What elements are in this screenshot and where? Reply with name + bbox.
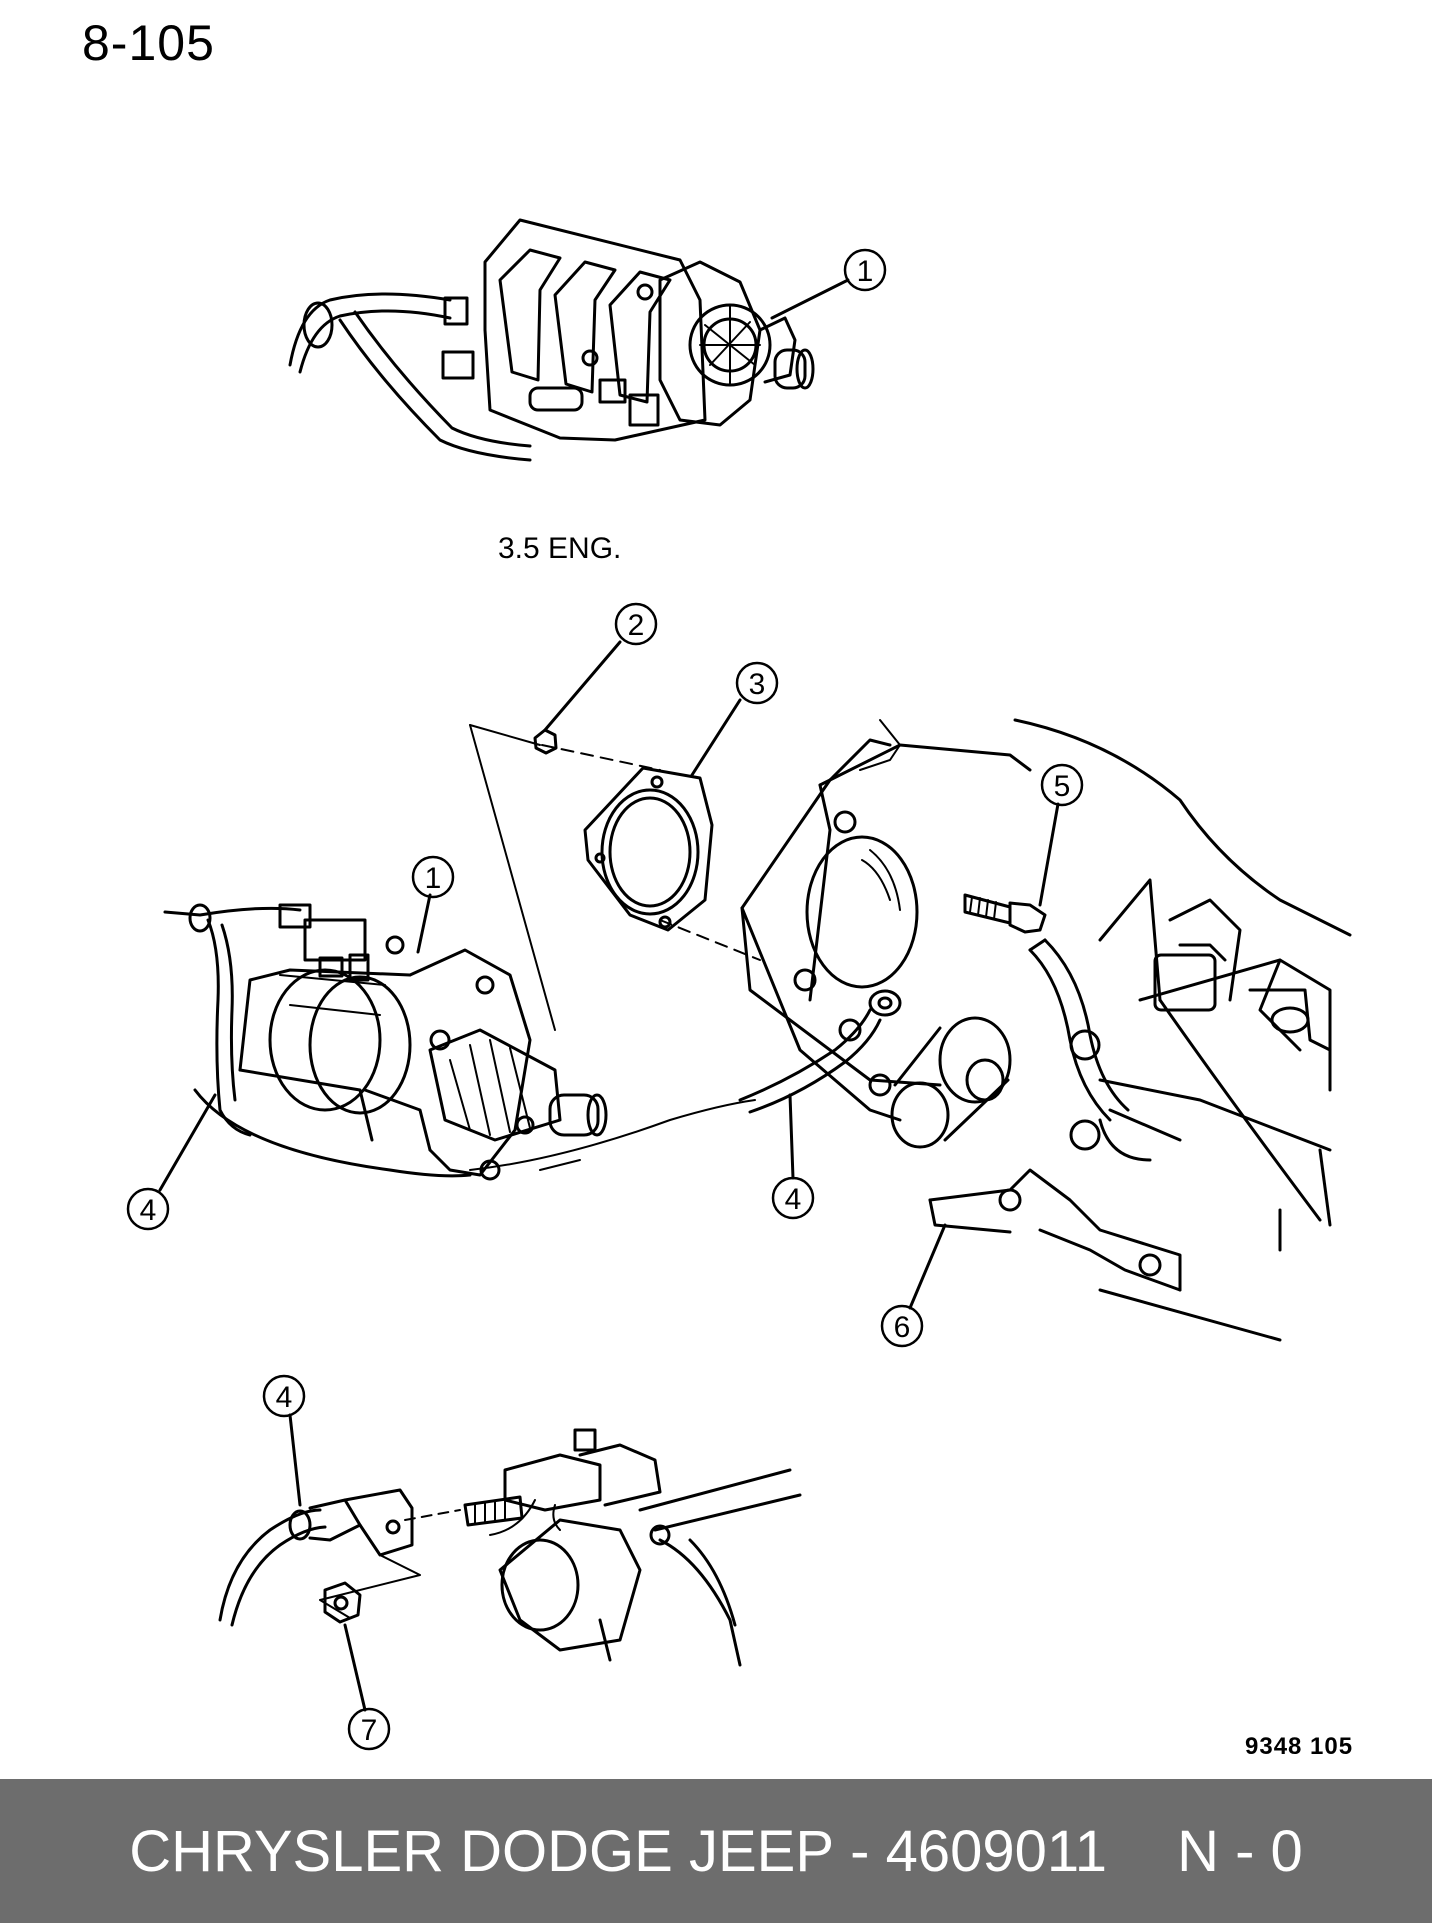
cable-terminal-detail [218,1428,802,1667]
support-bracket [928,1168,1282,1342]
callout-7: 7 [343,1623,391,1751]
bolt [963,893,1047,934]
starter-parts-diagram: 1 3.5 ENG. 2 3 [126,218,1352,1751]
callout-3: 3 [690,661,779,777]
footer-part-number: 4609011 [885,1818,1108,1884]
footer-suffix: N - 0 [1177,1818,1303,1884]
footer-brand: CHRYSLER DODGE JEEP [129,1818,835,1884]
nut [533,728,558,755]
callout-4-mid-label: 4 [785,1183,802,1216]
ground-cable [1028,938,1130,1122]
callout-1-mid-label: 1 [425,862,442,895]
callout-2-label: 2 [628,609,645,642]
gasket [583,766,714,932]
footer-bar: CHRYSLER DODGE JEEP - 4609011 N - 0 [0,1779,1432,1923]
callout-3-label: 3 [749,668,766,701]
footer-separator: - [834,1818,886,1884]
callout-6: 6 [880,1223,947,1348]
starter-motor [163,903,608,1181]
callout-4-left: 4 [126,1093,217,1231]
callout-2: 2 [543,602,658,732]
callout-1-mid: 1 [411,855,455,954]
callout-4-mid: 4 [771,1093,815,1220]
callout-6-label: 6 [894,1311,911,1344]
callout-7-label: 7 [361,1714,378,1747]
callout-1-top: 1 [770,248,887,320]
battery-cable [738,989,902,1114]
engine-caption: 3.5 ENG. [498,532,621,565]
callout-4-bottom-label: 4 [276,1381,293,1414]
starter-motor-3-5-eng [288,218,815,462]
callout-4-left-label: 4 [140,1194,157,1227]
callout-5-label: 5 [1054,770,1071,803]
reference-code: 9348 105 [1245,1733,1354,1760]
transmission-housing [740,718,1352,1252]
callout-4-bottom: 4 [262,1374,306,1507]
callout-1-top-label: 1 [857,255,874,288]
mounting-guide-lines [469,724,761,1171]
callout-5: 5 [1038,763,1084,907]
pilot-bushing [890,1016,1012,1149]
page-label: 8-105 [82,15,215,71]
